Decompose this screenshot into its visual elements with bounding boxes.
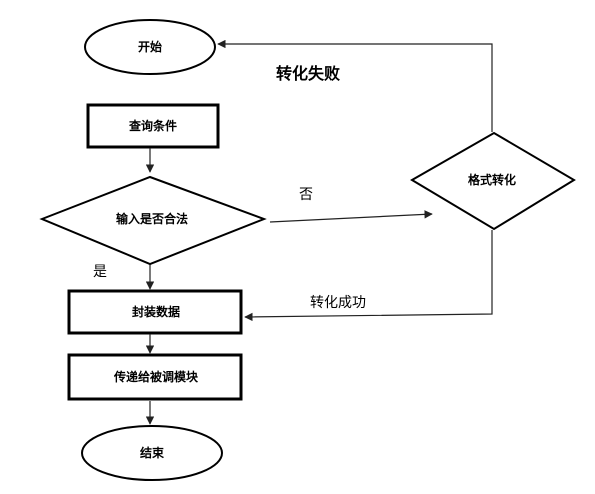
edge-validate-to-convert <box>269 210 433 223</box>
pass-label: 传递给被调模块 <box>113 369 199 384</box>
start-label: 开始 <box>138 39 162 54</box>
edge-label-convert-success: 转化成功 <box>310 295 366 311</box>
encapsulate-node: 封装数据 <box>67 289 243 335</box>
edge-label-no: 否 <box>299 187 313 203</box>
pass-node: 传递给被调模块 <box>67 353 243 401</box>
edge-label-yes: 是 <box>93 264 107 280</box>
convert-label: 格式转化 <box>468 172 516 187</box>
edge-convert-to-encapsulate <box>244 230 493 322</box>
end-label: 结束 <box>140 445 165 460</box>
convert-decision: 格式转化 <box>410 131 576 231</box>
end-node: 结束 <box>81 425 223 481</box>
edge-label-convert-fail: 转化失败 <box>276 64 340 83</box>
query-node: 查询条件 <box>86 103 220 149</box>
validate-decision: 输入是否合法 <box>39 175 267 266</box>
encapsulate-label: 封装数据 <box>132 304 180 319</box>
validate-label: 输入是否合法 <box>116 211 188 226</box>
start-node: 开始 <box>84 19 216 75</box>
query-label: 查询条件 <box>128 118 177 133</box>
edge-convert-to-start <box>217 39 493 132</box>
